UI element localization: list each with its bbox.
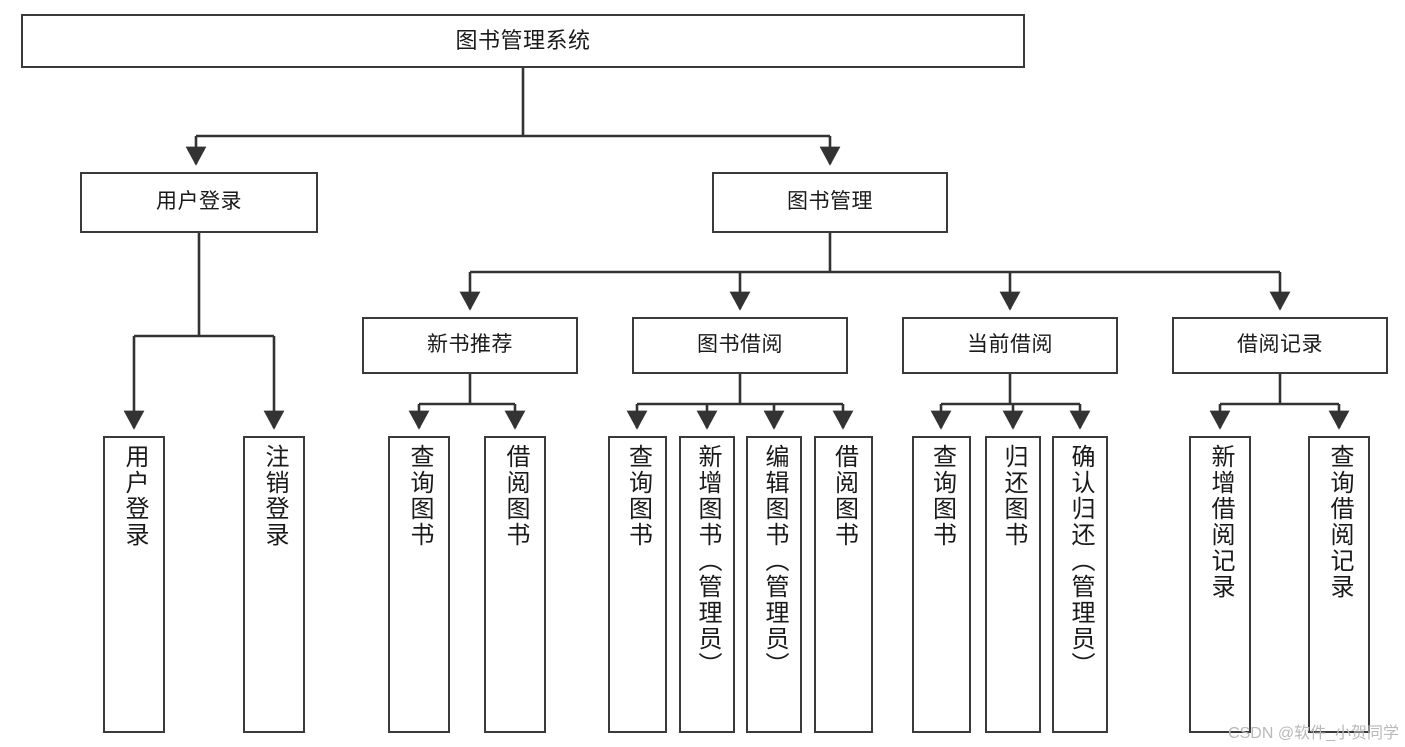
leaf-user-login-label: 用户登录 [121, 444, 148, 548]
leaf-bb-borrow-book-label: 借阅图书 [830, 444, 858, 548]
node-current-borrow[interactable]: 当前借阅 [902, 317, 1118, 374]
leaf-bb-add-book[interactable]: 新增图书（管理员） [679, 436, 735, 733]
leaf-bb-add-book-label: 新增图书（管理员） [694, 444, 721, 678]
node-book-management-label: 图书管理 [787, 190, 873, 214]
node-new-book-recommend-label: 新书推荐 [427, 333, 513, 357]
leaf-nbr-borrow-book[interactable]: 借阅图书 [484, 436, 546, 733]
leaf-cb-query-book[interactable]: 查询图书 [912, 436, 971, 733]
leaf-br-add-record[interactable]: 新增借阅记录 [1189, 436, 1251, 733]
leaf-br-add-record-label: 新增借阅记录 [1207, 444, 1234, 600]
node-user-login-label: 用户登录 [156, 190, 242, 214]
leaf-cb-return-book-label: 归还图书 [1000, 444, 1027, 548]
leaf-cb-query-book-label: 查询图书 [928, 444, 956, 548]
leaf-logout-label: 注销登录 [261, 444, 288, 548]
node-book-management[interactable]: 图书管理 [712, 172, 948, 233]
leaf-bb-query-book-label: 查询图书 [624, 444, 652, 548]
node-root-label: 图书管理系统 [455, 28, 591, 54]
leaf-cb-confirm-return-label: 确认归还（管理员） [1067, 444, 1094, 678]
leaf-br-query-record-label: 查询借阅记录 [1326, 444, 1353, 600]
leaf-nbr-query-book[interactable]: 查询图书 [388, 436, 450, 733]
node-current-borrow-label: 当前借阅 [967, 333, 1053, 357]
node-user-login[interactable]: 用户登录 [80, 172, 318, 233]
watermark: CSDN @软件_小贺同学 [1228, 725, 1399, 742]
leaf-cb-return-book[interactable]: 归还图书 [985, 436, 1041, 733]
leaf-br-query-record[interactable]: 查询借阅记录 [1308, 436, 1370, 733]
leaf-bb-edit-book-label: 编辑图书（管理员） [761, 444, 788, 678]
leaf-nbr-borrow-book-label: 借阅图书 [502, 444, 529, 548]
node-borrow-record-label: 借阅记录 [1237, 333, 1323, 357]
node-borrow-record[interactable]: 借阅记录 [1172, 317, 1388, 374]
leaf-nbr-query-book-label: 查询图书 [406, 444, 433, 548]
leaf-cb-confirm-return[interactable]: 确认归还（管理员） [1052, 436, 1108, 733]
leaf-bb-edit-book[interactable]: 编辑图书（管理员） [746, 436, 802, 733]
leaf-bb-borrow-book[interactable]: 借阅图书 [814, 436, 873, 733]
node-root[interactable]: 图书管理系统 [21, 14, 1025, 68]
leaf-user-login[interactable]: 用户登录 [103, 436, 165, 733]
leaf-bb-query-book[interactable]: 查询图书 [608, 436, 667, 733]
node-book-borrow-label: 图书借阅 [697, 333, 783, 357]
leaf-logout[interactable]: 注销登录 [243, 436, 305, 733]
node-new-book-recommend[interactable]: 新书推荐 [362, 317, 578, 374]
node-book-borrow[interactable]: 图书借阅 [632, 317, 848, 374]
